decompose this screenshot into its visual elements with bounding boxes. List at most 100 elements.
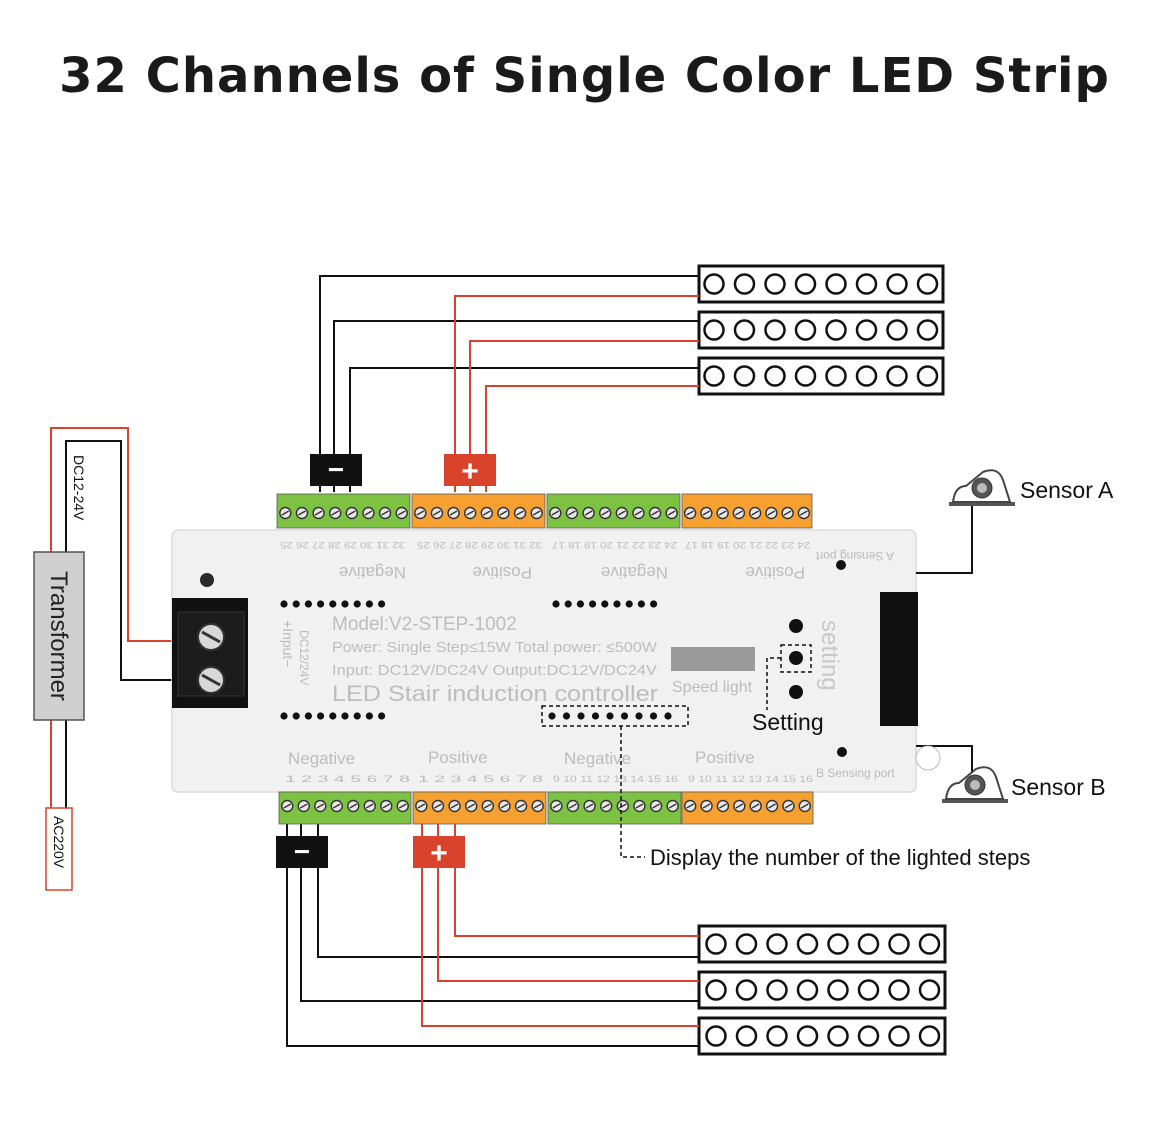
b-sensing-port-label: B Sensing port bbox=[816, 766, 895, 780]
board-led-dot bbox=[292, 712, 300, 720]
port-a-dot bbox=[836, 560, 846, 570]
led-dot bbox=[794, 273, 817, 295]
led-dot bbox=[705, 933, 727, 955]
board-led-dot bbox=[304, 600, 312, 608]
board-led-dot bbox=[564, 600, 572, 608]
board-led-dot bbox=[664, 712, 672, 720]
led-dot bbox=[916, 365, 939, 387]
led-dot bbox=[796, 933, 819, 955]
board-led-dot bbox=[365, 600, 373, 608]
screw-slot bbox=[298, 510, 306, 516]
setting-button-down[interactable] bbox=[789, 685, 803, 699]
wire-black-bottom-3 bbox=[286, 812, 699, 1047]
screw-slot bbox=[516, 510, 524, 516]
screw-slot bbox=[482, 510, 491, 516]
wire-red-bottom-2 bbox=[437, 812, 699, 982]
screw-slot bbox=[686, 803, 695, 809]
wire-black-top-3 bbox=[349, 367, 699, 492]
a-sensing-port-label: A Sensing port bbox=[815, 549, 894, 563]
top-numbers-3: 24 23 22 21 20 19 18 17 bbox=[552, 540, 677, 550]
screw-slot bbox=[314, 510, 323, 516]
terminal-top-positive-2 bbox=[681, 493, 813, 529]
screw-slot bbox=[449, 510, 458, 516]
positive-tag-bottom bbox=[413, 836, 465, 868]
board-led-dot bbox=[649, 712, 658, 720]
board-led-dot bbox=[304, 712, 312, 720]
screw-slot bbox=[735, 510, 743, 516]
screw-slot bbox=[652, 803, 660, 809]
top-label-positive-1: Positive bbox=[472, 563, 532, 582]
transformer-box bbox=[33, 551, 85, 721]
led-dot bbox=[705, 979, 727, 1001]
setting-button-middle[interactable] bbox=[789, 651, 803, 665]
screw-slot bbox=[718, 510, 727, 516]
led-dot bbox=[827, 1025, 849, 1047]
screw-slot bbox=[500, 803, 509, 809]
bottom-numbers-2: 1 2 3 4 5 6 7 8 bbox=[418, 774, 543, 784]
screw-slot bbox=[381, 510, 389, 516]
page-title: 32 Channels of Single Color LED Strip bbox=[59, 48, 1110, 104]
screw-slot bbox=[735, 803, 744, 809]
positive-tag-bottom-sign: + bbox=[430, 837, 448, 870]
board-led-dot bbox=[365, 712, 373, 720]
power-screw-2-slot bbox=[201, 673, 221, 687]
led-dot bbox=[916, 273, 939, 295]
board-led-dot bbox=[562, 712, 571, 720]
wire-red-top-3 bbox=[485, 385, 699, 492]
setting-button-up[interactable] bbox=[789, 619, 803, 633]
sensor-b-base bbox=[942, 799, 1008, 803]
led-dot bbox=[855, 319, 878, 341]
model-text: Model:V2-STEP-1002 bbox=[332, 614, 517, 635]
display-dots-highlight bbox=[541, 705, 689, 727]
board-led-dot bbox=[329, 600, 337, 608]
wire-black-top-1 bbox=[319, 275, 699, 492]
screw-slot bbox=[751, 803, 760, 809]
sensor-a-wire bbox=[916, 505, 973, 574]
bottom-led-strips bbox=[697, 924, 947, 1056]
top-wires bbox=[319, 275, 699, 492]
screw-slot bbox=[601, 510, 610, 516]
sensor-a-label: Sensor A bbox=[1020, 477, 1114, 503]
screw-slot bbox=[533, 803, 542, 809]
top-led-strips bbox=[697, 264, 945, 396]
wire-black-bottom-2 bbox=[300, 812, 699, 1002]
screw-slot bbox=[634, 510, 643, 516]
board-led-dot bbox=[353, 600, 361, 608]
terminal-bottom-negative-1 bbox=[278, 791, 412, 825]
led-dot bbox=[733, 273, 756, 295]
screw-slot bbox=[365, 803, 374, 809]
setting-callout-line bbox=[766, 657, 781, 710]
led-dot bbox=[733, 319, 756, 341]
board-led-dot bbox=[280, 712, 288, 720]
ac-label-box bbox=[45, 807, 73, 891]
bottom-label-negative-2: Negative bbox=[564, 749, 631, 768]
led-dot bbox=[857, 979, 880, 1001]
sensor-b: Sensor B bbox=[915, 745, 1106, 803]
board-led-dot bbox=[317, 712, 325, 720]
bottom-label-negative-1: Negative bbox=[288, 749, 355, 768]
led-dot bbox=[855, 273, 878, 295]
controller-name-text: LED Stair induction controller bbox=[332, 681, 658, 706]
sensor-a: Sensor A bbox=[916, 469, 1114, 574]
sensor-a-base bbox=[949, 502, 1015, 506]
board-led-dot bbox=[353, 712, 361, 720]
power-screw-1-slot bbox=[201, 630, 221, 644]
led-dot bbox=[703, 273, 725, 295]
board-led-dot bbox=[548, 712, 556, 720]
screw-slot bbox=[499, 510, 508, 516]
led-dot bbox=[796, 1025, 819, 1047]
screw-slot bbox=[349, 803, 358, 809]
board-led-dot bbox=[635, 712, 643, 720]
screw-slot bbox=[702, 510, 711, 516]
bottom-label-positive-1: Positive bbox=[428, 748, 488, 767]
led-dot bbox=[888, 979, 910, 1001]
board-led-dot bbox=[577, 712, 585, 720]
bottom-numbers-4: 9 10 11 12 13 14 15 16 bbox=[688, 774, 813, 784]
sensor-b-label: Sensor B bbox=[1011, 774, 1106, 800]
display-note-label: Display the number of the lighted steps bbox=[650, 845, 1030, 870]
screw-slot bbox=[569, 803, 577, 809]
screw-slot bbox=[602, 803, 611, 809]
dc-voltage-label: DC12-24V bbox=[71, 455, 87, 521]
board-dots bbox=[280, 600, 672, 720]
terminal-bottom-positive-2 bbox=[681, 791, 814, 825]
